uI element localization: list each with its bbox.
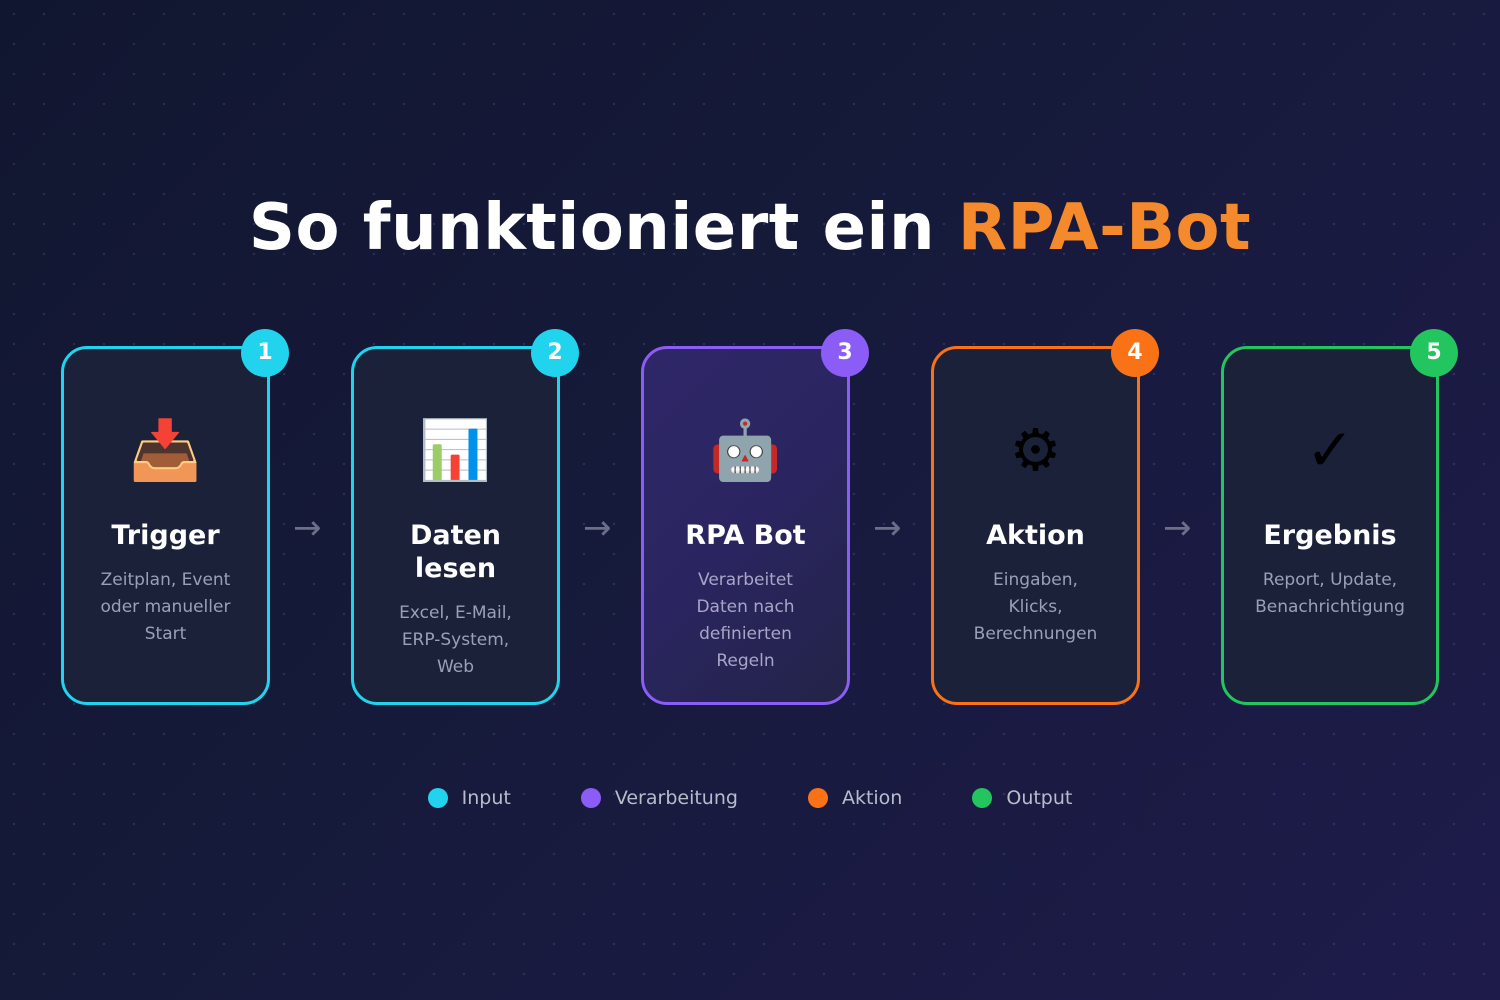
legend-dot-icon (807, 788, 828, 808)
desc-line: Klicks, (1008, 597, 1063, 617)
step-number-badge: 4 (1111, 329, 1159, 377)
desc-line: Web (436, 657, 475, 677)
legend-dot-icon (427, 788, 448, 808)
desc-line: Eingaben, (993, 570, 1078, 590)
legend-item-aktion: Aktion (807, 785, 903, 811)
desc-line: ERP-System, (401, 630, 510, 650)
step-description: Zeitplan, Event oder manueller Start (78, 567, 253, 648)
legend-label: Verarbeitung (614, 787, 738, 809)
desc-line: oder manueller (100, 597, 231, 617)
step-description: Excel, E-Mail, ERP-System, Web (368, 600, 543, 681)
desc-line: Verarbeitet (698, 570, 793, 590)
inbox-tray-icon: 📥 (129, 416, 202, 484)
desc-line: Benachrichtigung (1255, 597, 1405, 617)
desc-line: Berechnungen (973, 624, 1098, 644)
legend-dot-icon (580, 788, 601, 808)
legend-item-input: Input (427, 785, 511, 811)
step-description: Eingaben, Klicks, Berechnungen (948, 567, 1123, 648)
legend-dot-icon (972, 788, 993, 808)
step-number-badge: 1 (241, 329, 289, 377)
legend-label: Output (1006, 787, 1073, 809)
robot-icon: 🤖 (709, 416, 782, 484)
flow-arrow-icon: → (1163, 508, 1192, 548)
desc-line: Regeln (716, 651, 775, 671)
page-title: So funktioniert ein RPA-Bot (0, 190, 1500, 266)
step-title: Daten lesen (409, 520, 502, 584)
legend-item-verarbeitung: Verarbeitung (580, 785, 738, 811)
checkmark-icon: ✓ (1305, 416, 1355, 484)
legend-item-output: Output (972, 785, 1072, 811)
desc-line: Report, Update, (1262, 570, 1398, 590)
step-description: Report, Update, Benachrichtigung (1228, 567, 1432, 621)
title-accent: RPA-Bot (957, 191, 1252, 265)
step-card-trigger: 1 📥 Trigger Zeitplan, Event oder manuell… (61, 329, 289, 705)
desc-line: Daten nach (696, 597, 795, 617)
legend-label: Input (461, 787, 511, 809)
legend-label: Aktion (841, 787, 903, 809)
step-number-badge: 3 (821, 329, 869, 377)
desc-line: Start (144, 624, 187, 644)
step-title: RPA Bot (685, 520, 806, 551)
step-number-badge: 2 (531, 329, 579, 377)
flow-arrow-icon: → (873, 508, 902, 548)
step-card-rpa-bot: 3 🤖 RPA Bot Verarbeitet Daten nach defin… (641, 329, 869, 705)
step-description: Verarbeitet Daten nach definierten Regel… (658, 567, 833, 675)
step-number-badge: 5 (1410, 329, 1458, 377)
step-title: Trigger (111, 520, 220, 551)
step-card-ergebnis: 5 ✓ Ergebnis Report, Update, Benachricht… (1221, 329, 1458, 705)
step-title: Ergebnis (1263, 520, 1397, 551)
desc-line: Excel, E-Mail, (399, 603, 512, 623)
desc-line: definierten (699, 624, 792, 644)
legend: Input Verarbeitung Aktion Output (0, 785, 1500, 811)
title-prefix: So funktioniert ein (248, 191, 958, 265)
gear-icon: ⚙ (1009, 416, 1062, 484)
flow-arrow-icon: → (293, 508, 322, 548)
flow-arrow-icon: → (583, 508, 612, 548)
step-card-daten-lesen: 2 📊 Daten lesen Excel, E-Mail, ERP-Syste… (351, 329, 579, 705)
step-card-aktion: 4 ⚙ Aktion Eingaben, Klicks, Berechnunge… (931, 329, 1159, 705)
step-title: Aktion (986, 520, 1085, 551)
bar-chart-icon: 📊 (419, 416, 492, 484)
desc-line: Zeitplan, Event (100, 570, 231, 590)
